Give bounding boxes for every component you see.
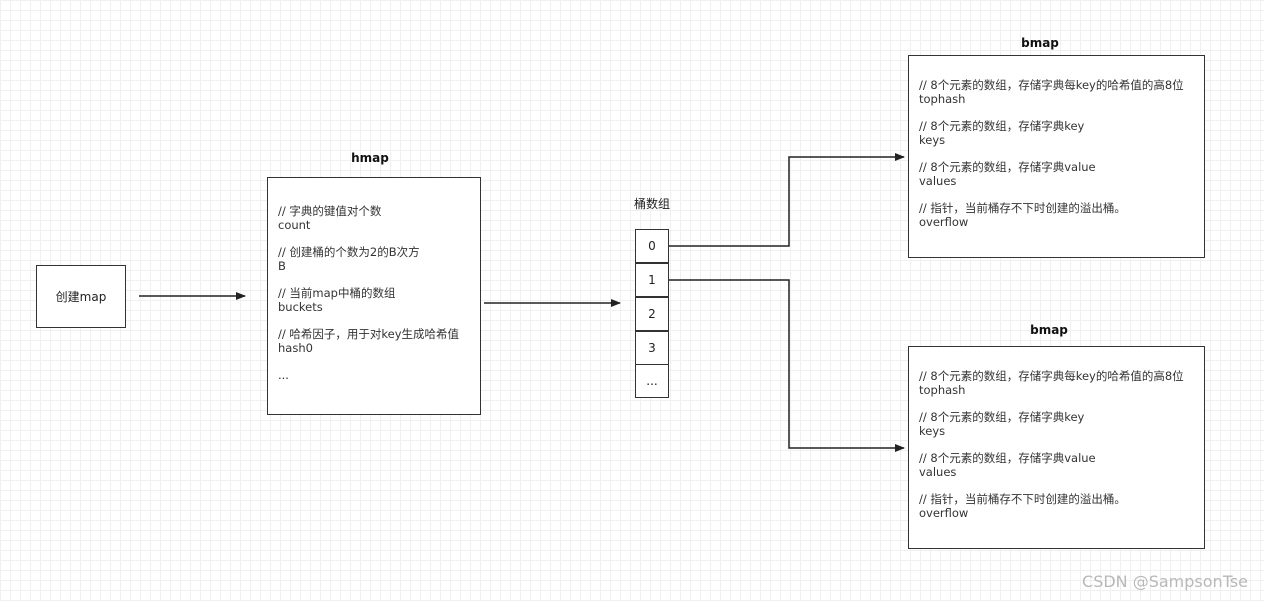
bmap-field-overflow: // 指针，当前桶存不下时创建的溢出桶。 overflow — [919, 492, 1194, 520]
watermark-text: CSDN @SampsonTse — [1082, 572, 1248, 591]
field-comment: // 字典的键值对个数 — [278, 204, 382, 218]
field-comment: // 指针，当前桶存不下时创建的溢出桶。 — [919, 492, 1126, 506]
create-map-label: 创建map — [55, 290, 107, 304]
hmap-field-count: // 字典的键值对个数 count — [278, 204, 470, 232]
bmap-field-keys: // 8个元素的数组，存储字典key keys — [919, 119, 1194, 147]
bucket-cell-2: 2 — [635, 297, 669, 331]
field-name: buckets — [278, 300, 323, 314]
hmap-field-ellipsis: ... — [278, 368, 470, 382]
field-comment: // 8个元素的数组，存储字典每key的哈希值的高8位 — [919, 78, 1184, 92]
field-comment: // 当前map中桶的数组 — [278, 286, 396, 300]
field-comment: // 8个元素的数组，存储字典每key的哈希值的高8位 — [919, 369, 1184, 383]
bmap-bottom-title: bmap — [1030, 323, 1068, 337]
field-name: overflow — [919, 215, 969, 229]
hmap-field-buckets: // 当前map中桶的数组 buckets — [278, 286, 470, 314]
field-comment: // 8个元素的数组，存储字典value — [919, 160, 1096, 174]
bmap-top-box: // 8个元素的数组，存储字典每key的哈希值的高8位 tophash // 8… — [908, 55, 1205, 258]
bmap-field-values: // 8个元素的数组，存储字典value values — [919, 451, 1194, 479]
bmap-field-tophash: // 8个元素的数组，存储字典每key的哈希值的高8位 tophash — [919, 369, 1194, 397]
field-comment: // 8个元素的数组，存储字典key — [919, 410, 1085, 424]
field-name: keys — [919, 424, 946, 438]
field-name: values — [919, 465, 957, 479]
bucket-cell-label: 2 — [648, 307, 656, 321]
field-name: tophash — [919, 383, 966, 397]
bucket-cell-ellipsis: ... — [635, 364, 669, 398]
bmap-field-keys: // 8个元素的数组，存储字典key keys — [919, 410, 1194, 438]
hmap-field-b: // 创建桶的个数为2的B次方 B — [278, 245, 470, 273]
arrow-bucket0-to-bmap-top — [669, 153, 905, 247]
bucket-cell-label: 0 — [648, 239, 656, 253]
hmap-box: // 字典的键值对个数 count // 创建桶的个数为2的B次方 B // 当… — [267, 177, 481, 415]
bucket-cell-1: 1 — [635, 263, 669, 297]
arrow-bucket1-to-bmap-bottom — [669, 279, 905, 452]
field-comment: // 指针，当前桶存不下时创建的溢出桶。 — [919, 201, 1126, 215]
field-comment: // 8个元素的数组，存储字典value — [919, 451, 1096, 465]
bmap-field-tophash: // 8个元素的数组，存储字典每key的哈希值的高8位 tophash — [919, 78, 1194, 106]
field-name: hash0 — [278, 341, 313, 355]
hmap-title: hmap — [351, 151, 389, 165]
field-comment: // 哈希因子，用于对key生成哈希值 — [278, 327, 460, 341]
bucket-cell-label: ... — [646, 374, 658, 388]
bucket-cell-label: 1 — [648, 273, 656, 287]
bucket-cell-label: 3 — [648, 341, 656, 355]
field-name: keys — [919, 133, 946, 147]
hmap-field-hash0: // 哈希因子，用于对key生成哈希值 hash0 — [278, 327, 470, 355]
bucket-array-title: 桶数组 — [633, 197, 671, 211]
bmap-top-title: bmap — [1021, 36, 1059, 50]
bucket-cell-0: 0 — [635, 229, 669, 263]
bucket-cell-3: 3 — [635, 331, 669, 365]
field-name: count — [278, 218, 311, 232]
field-name: tophash — [919, 92, 966, 106]
field-name: values — [919, 174, 957, 188]
field-comment: // 8个元素的数组，存储字典key — [919, 119, 1085, 133]
create-map-box: 创建map — [36, 265, 126, 328]
bmap-bottom-box: // 8个元素的数组，存储字典每key的哈希值的高8位 tophash // 8… — [908, 346, 1205, 549]
field-name: overflow — [919, 506, 969, 520]
bmap-field-values: // 8个元素的数组，存储字典value values — [919, 160, 1194, 188]
field-comment: // 创建桶的个数为2的B次方 — [278, 245, 420, 259]
bmap-field-overflow: // 指针，当前桶存不下时创建的溢出桶。 overflow — [919, 201, 1194, 229]
field-name: B — [278, 259, 286, 273]
field-name: ... — [278, 368, 289, 382]
